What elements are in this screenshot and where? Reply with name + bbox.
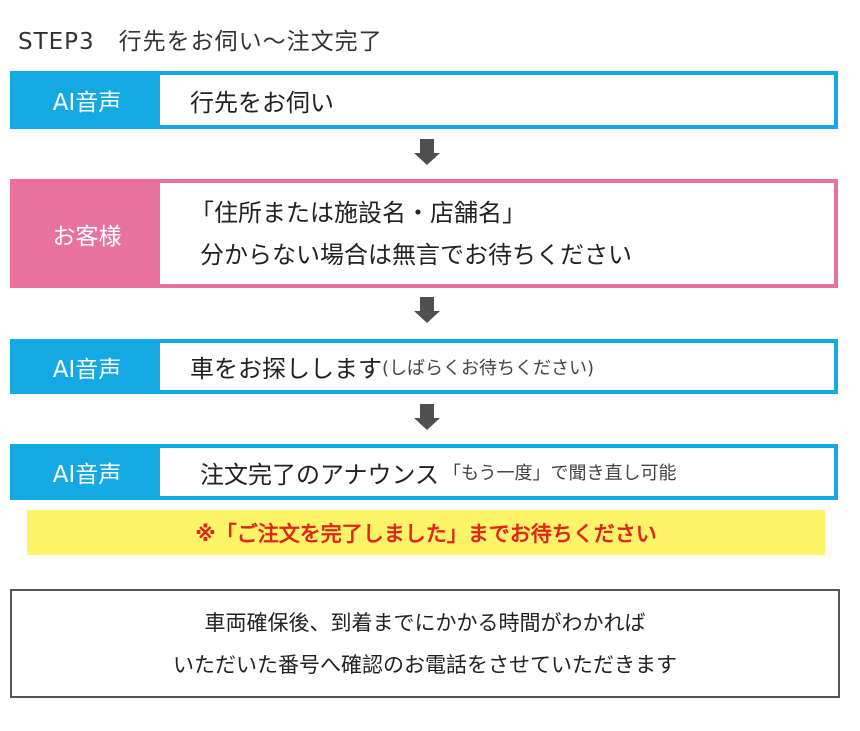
step-subtext: (しばらくお待ちください) <box>382 357 595 379</box>
info-box: 車両確保後、到着までにかかる時間がわかれば いただいた番号へ確認のお電話をさせて… <box>10 589 840 698</box>
speaker-badge: AI音声 <box>14 343 160 390</box>
step-customer-reply: お客様 「住所または施設名・店舗名」 分からない場合は無言でお待ちください <box>10 179 838 288</box>
down-arrow-icon <box>414 297 440 323</box>
step-text: 車をお探しします <box>190 355 382 383</box>
step-text: 行先をお伺い <box>190 88 334 117</box>
speaker-badge: AI音声 <box>14 448 160 496</box>
speaker-badge: お客様 <box>14 183 160 284</box>
wait-notice: ※「ご注文を完了しました」までお待ちください <box>27 510 825 555</box>
step-ai-searching: AI音声 車をお探しします(しばらくお待ちください) <box>10 339 838 394</box>
step-text-line1: 「住所または施設名・店舗名」 <box>190 198 526 227</box>
info-line2: いただいた番号へ確認のお電話をさせていただきます <box>173 652 677 677</box>
speaker-badge: AI音声 <box>14 75 160 125</box>
step-ai-ask-destination: AI音声 行先をお伺い <box>10 71 838 129</box>
step-ai-order-complete: AI音声 注文完了のアナウンス「もう一度」で聞き直し可能 <box>10 444 838 500</box>
step-text: 注文完了のアナウンス <box>200 460 440 489</box>
down-arrow-icon <box>414 404 440 430</box>
page-title: STEP3 行先をお伺い〜注文完了 <box>18 29 383 55</box>
step-text-line2: 分からない場合は無言でお待ちください <box>200 240 632 269</box>
info-line1: 車両確保後、到着までにかかる時間がわかれば <box>204 610 646 635</box>
step-subtext: 「もう一度」で聞き直し可能 <box>443 463 677 484</box>
down-arrow-icon <box>414 139 440 165</box>
